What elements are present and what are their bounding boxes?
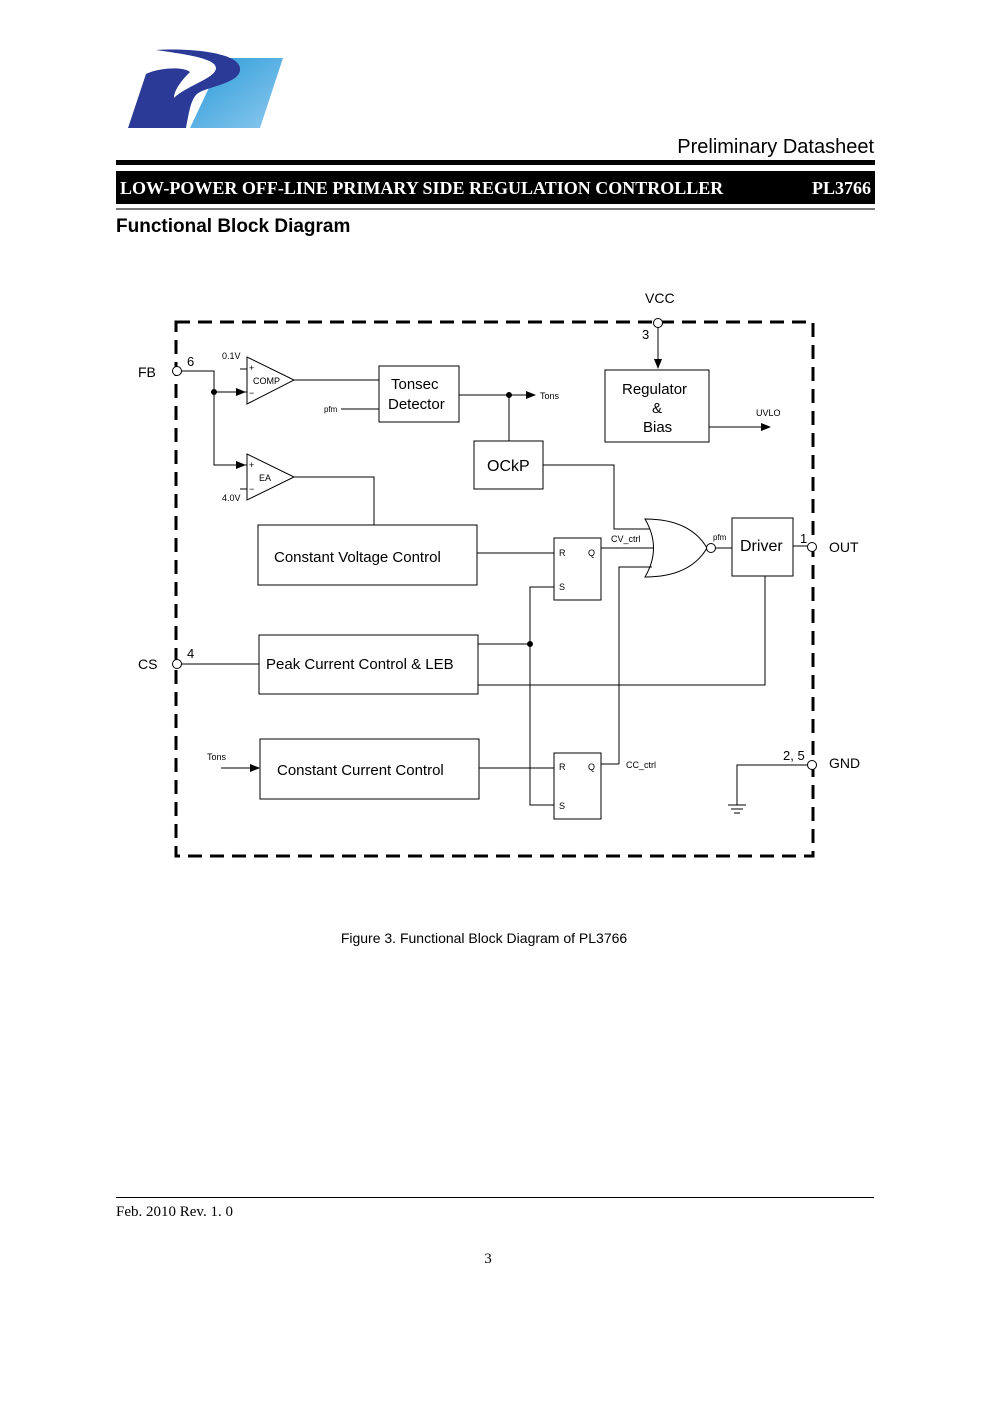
document-title: LOW-POWER OFF-LINE PRIMARY SIDE REGULATI…: [120, 178, 724, 198]
nor-bubble: [706, 543, 716, 553]
pin-fb-label: FB: [138, 364, 156, 380]
regulator-label-1: Regulator: [622, 381, 687, 398]
cc-control-label: Constant Current Control: [277, 762, 444, 779]
pin-gnd: [807, 760, 817, 770]
section-title: Functional Block Diagram: [116, 216, 351, 237]
flip-flop-cv: [553, 537, 602, 601]
flip-flop-cc: [553, 752, 602, 820]
peak-current-label: Peak Current Control & LEB: [266, 656, 454, 673]
pin-cs: [172, 659, 182, 669]
page-number: 3: [484, 1251, 492, 1267]
diagram-label: S: [559, 582, 565, 592]
title-bar: LOW-POWER OFF-LINE PRIMARY SIDE REGULATI…: [116, 171, 875, 204]
document-type: Preliminary Datasheet: [677, 136, 874, 158]
signal-cc-ctrl: CC_ctrl: [626, 760, 656, 770]
signal-uvlo: UVLO: [756, 408, 781, 418]
pin-out-label: OUT: [829, 539, 859, 555]
title-underline: [116, 208, 875, 210]
signal-pfm-in: pfm: [324, 405, 338, 414]
pin-out: [807, 542, 817, 552]
wire-ockp-nor: [543, 464, 652, 530]
company-logo: [128, 46, 284, 132]
cv-control-label: Constant Voltage Control: [274, 549, 441, 566]
pin-cs-label: CS: [138, 656, 157, 672]
peak-current-block: [258, 634, 479, 695]
signal-pfm-out: pfm: [713, 533, 727, 542]
functional-block-diagram: VCC 3 FB 6 COMP 0.1V + − pfm Tonsec Dete…: [0, 280, 991, 880]
comp-minus: −: [249, 388, 254, 398]
wire-ff1-set: [529, 586, 554, 806]
signal-tons-out: Tons: [540, 391, 560, 401]
tonsec-detector-block: [378, 365, 460, 423]
revision-date: Feb. 2010 Rev. 1. 0: [116, 1204, 233, 1220]
driver-label: Driver: [740, 538, 783, 555]
ea-label: EA: [259, 473, 271, 483]
signal-cv-ctrl: CV_ctrl: [611, 534, 641, 544]
pin-gnd-label: GND: [829, 755, 860, 771]
logo-light-shape: [190, 58, 283, 128]
pin-vcc-number: 3: [642, 327, 649, 342]
regulator-label-2: &: [652, 400, 662, 417]
comp-plus: +: [249, 363, 254, 373]
ea-amplifier: [246, 453, 296, 501]
regulator-label-3: Bias: [643, 419, 672, 436]
regulator-bias-block: [604, 369, 710, 443]
part-number: PL3766: [811, 178, 871, 198]
cc-control-block: [259, 738, 480, 800]
wire-cc-ctrl-nor: [618, 566, 652, 764]
comp-label: COMP: [253, 376, 280, 386]
wire-fb: [181, 370, 246, 469]
diagram-label: Q: [588, 762, 595, 772]
logo-p-shape: [128, 49, 241, 128]
ea-minus: −: [249, 484, 254, 494]
junction-fb: [211, 389, 217, 395]
ockp-label: OCkP: [487, 458, 530, 475]
footer-rule: [116, 1197, 874, 1198]
diagram-label: S: [559, 801, 565, 811]
pin-vcc: [653, 318, 663, 328]
comp-comparator: [246, 356, 296, 405]
pin-out-number: 1: [800, 531, 807, 546]
diagram-label: Q: [588, 548, 595, 558]
pin-vcc-label: VCC: [645, 290, 675, 306]
figure-caption: Figure 3. Functional Block Diagram of PL…: [340, 930, 628, 946]
pin-cs-number: 4: [187, 646, 194, 661]
header-rule: [116, 160, 875, 165]
wire-gnd: [736, 764, 808, 805]
cv-control-block: [257, 524, 478, 586]
pin-gnd-number: 2, 5: [783, 748, 805, 763]
wire-ea-cv: [294, 476, 375, 525]
diagram-label: R: [559, 762, 566, 772]
nor-gate: [644, 518, 708, 578]
pin-fb: [172, 366, 182, 376]
wire-driver-peak: [478, 576, 766, 686]
pin-fb-number: 6: [187, 354, 194, 369]
ea-ref-voltage: 4.0V: [222, 493, 241, 503]
chip-boundary: [174, 320, 815, 858]
comp-ref-voltage: 0.1V: [222, 351, 241, 361]
signal-tons-in: Tons: [207, 752, 227, 762]
tonsec-label-1: Tonsec: [391, 376, 439, 393]
driver-block: [731, 517, 794, 577]
tonsec-label-2: Detector: [388, 396, 445, 413]
diagram-label: R: [559, 548, 566, 558]
ground-icon: [728, 804, 746, 814]
ea-plus: +: [249, 460, 254, 470]
